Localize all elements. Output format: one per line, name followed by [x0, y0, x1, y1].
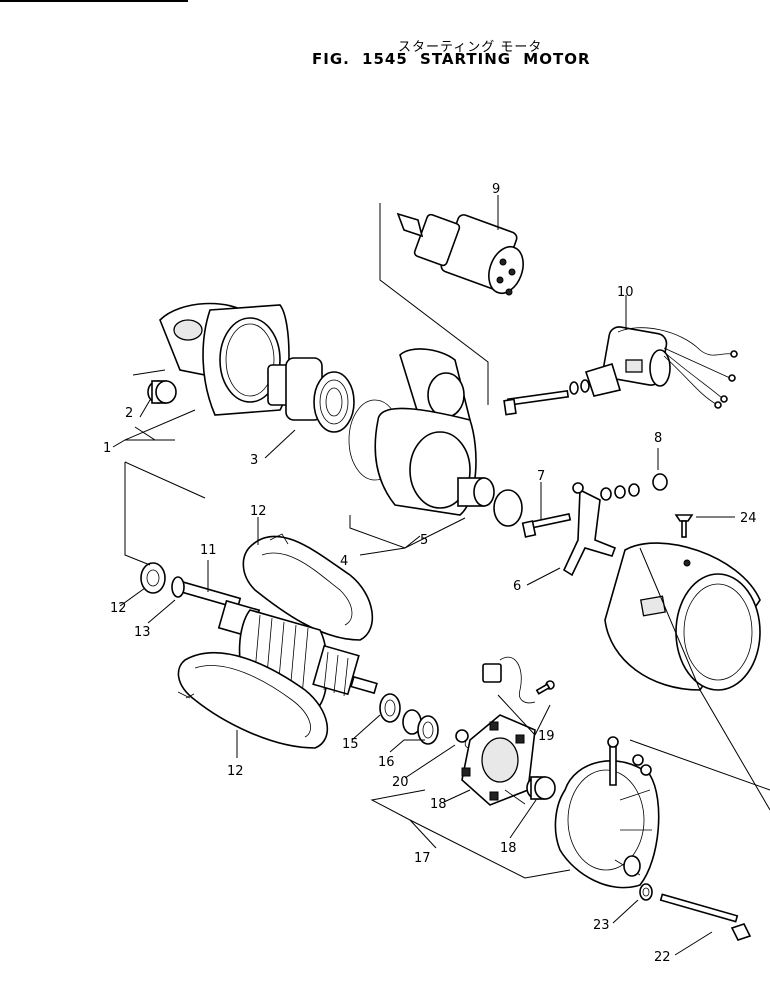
part-2-bushing: [147, 380, 177, 404]
part-21-spring: [455, 729, 477, 749]
callout-4: 4: [340, 554, 348, 569]
callout-6: 6: [513, 579, 521, 594]
part-6-bracket: [562, 482, 617, 577]
part-22-through-bolt: [659, 893, 752, 941]
callout-11: 11: [200, 543, 217, 558]
callout-9: 9: [492, 182, 500, 197]
callout-7: 7: [537, 469, 545, 484]
part-12-field-coil-lower: [177, 651, 329, 749]
yoke-frame: [604, 542, 761, 691]
callout-18: 18: [500, 841, 517, 856]
callout-24: 24: [740, 511, 757, 526]
part-18-bushing: [526, 776, 556, 800]
callout-12-upper: 12: [250, 504, 267, 519]
top-rule: [0, 0, 188, 2]
part-9-solenoid: [396, 212, 524, 296]
callout-1: 1: [103, 441, 111, 456]
part-17-rear-cover: [554, 736, 660, 889]
part-13-washer: [140, 562, 166, 594]
part-3-pinion-clutch: [267, 357, 355, 433]
callout-15: 15: [342, 737, 359, 752]
part-4-gear-housing: [348, 348, 477, 516]
callout-2: 2: [125, 406, 133, 421]
callout-19: 18: [430, 797, 447, 812]
callout-labels: 9 10 1 2 3 4 5 6 7 8 24 12 11 12 13 12 1…: [103, 182, 757, 965]
part-24-screw: [674, 514, 694, 538]
callout-22: 22: [654, 950, 671, 965]
part-12-field-coil-upper: [242, 533, 374, 641]
callout-8: 8: [654, 431, 662, 446]
callout-16: 16: [378, 755, 395, 770]
callout-12-lower: 12: [227, 764, 244, 779]
callout-17: 17: [414, 851, 431, 866]
part-23-washer: [639, 883, 653, 901]
callout-23: 23: [593, 918, 610, 933]
part-16-washers: [402, 709, 439, 745]
part-19-brush-holder: [461, 714, 536, 806]
callout-3: 3: [250, 453, 258, 468]
callout-5: 5: [420, 533, 428, 548]
callout-14: 13: [134, 625, 151, 640]
figure-title-japanese: スターティング モータ: [398, 40, 543, 55]
part-7-bolt: [521, 512, 572, 538]
part-5-sleeve: [457, 477, 523, 527]
part-8-nuts: [600, 473, 668, 501]
part-10-magnetic-switch: [584, 326, 738, 409]
callout-20: 19: [538, 729, 555, 744]
callout-21: 20: [392, 775, 409, 790]
leader-lines: [112, 195, 770, 956]
figure-title: FIG. 1545 STARTING MOTOR: [312, 50, 591, 68]
part-10-bolt-and-washers: [503, 379, 590, 416]
part-15-washer: [379, 693, 401, 723]
part-20-brush: [482, 656, 555, 704]
callout-13: 12: [110, 601, 127, 616]
callout-10: 10: [617, 285, 634, 300]
